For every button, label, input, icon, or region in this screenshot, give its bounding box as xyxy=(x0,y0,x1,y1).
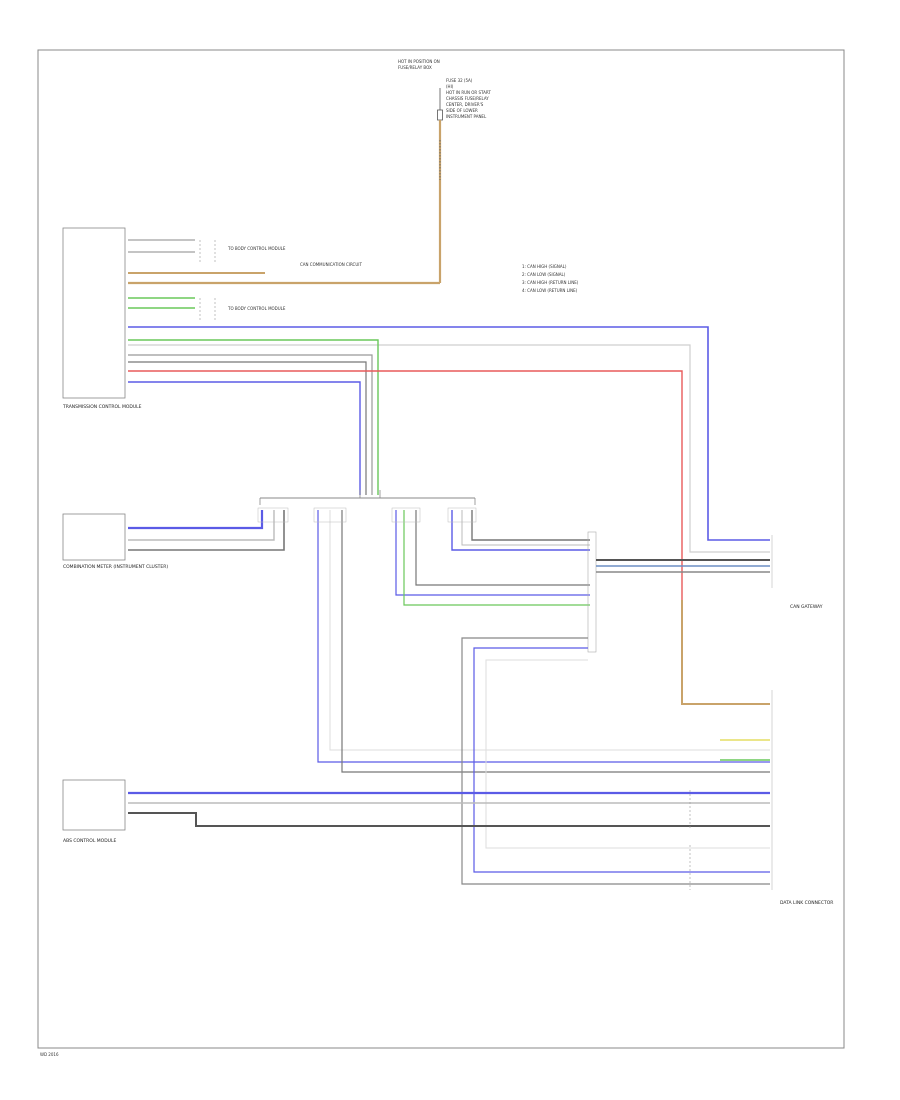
module-a-box xyxy=(62,227,126,399)
power-wire xyxy=(128,120,442,285)
side-note-a: TO BODY CONTROL MODULE xyxy=(227,246,286,251)
top-note-1: (HI) xyxy=(446,84,454,89)
side-note-b: CAN COMMUNICATION CIRCUIT xyxy=(300,262,362,267)
junction-outputs xyxy=(596,559,770,573)
legend-3: 4: CAN LOW (RETURN LINE) xyxy=(522,288,578,293)
legend-0: 1: CAN HIGH (SIGNAL) xyxy=(522,264,567,269)
bus-branches xyxy=(317,510,770,773)
module-a-label: TRANSMISSION CONTROL MODULE xyxy=(62,404,142,410)
top-source-line1: HOT IN POSITION ON xyxy=(398,59,440,64)
legend-2: 3: CAN HIGH (RETURN LINE) xyxy=(522,280,579,285)
junction-block xyxy=(587,531,597,653)
module-e-label: CAN GATEWAY xyxy=(790,604,823,610)
module-b-label: COMBINATION METER (INSTRUMENT CLUSTER) xyxy=(63,564,168,570)
top-note-0: FUSE 32 (5A) xyxy=(446,78,473,83)
top-source-line2: FUSE/RELAY BOX xyxy=(398,65,432,70)
legend-1: 2: CAN LOW (SIGNAL) xyxy=(522,272,566,277)
module-c-label: ABS CONTROL MODULE xyxy=(63,838,116,844)
junction-lower xyxy=(461,637,770,885)
module-f-label: DATA LINK CONNECTOR xyxy=(780,900,833,906)
side-note-c: TO BODY CONTROL MODULE xyxy=(227,306,286,311)
top-note-5: SIDE OF LOWER xyxy=(446,108,478,113)
top-note-6: INSTRUMENT PANEL xyxy=(446,114,487,119)
module-e-box xyxy=(771,531,829,589)
module-b-wires xyxy=(128,510,285,551)
module-a-can-wires xyxy=(128,326,770,705)
top-note-3: CHASSIS FUSE/RELAY xyxy=(446,96,489,101)
top-note-4: CENTER, DRIVER'S xyxy=(446,102,484,107)
top-note-2: HOT IN RUN OR START xyxy=(446,90,491,95)
module-c-wires xyxy=(128,790,770,890)
footer-label: WD 2016 xyxy=(40,1052,59,1057)
bus-drop-connectors xyxy=(257,507,477,523)
module-a-top-stubs xyxy=(128,239,265,320)
bus-connector xyxy=(259,490,476,505)
diagram-frame xyxy=(37,49,845,1049)
fuse-icon xyxy=(437,88,443,121)
module-c-box xyxy=(62,779,126,831)
module-b-box xyxy=(62,513,126,561)
